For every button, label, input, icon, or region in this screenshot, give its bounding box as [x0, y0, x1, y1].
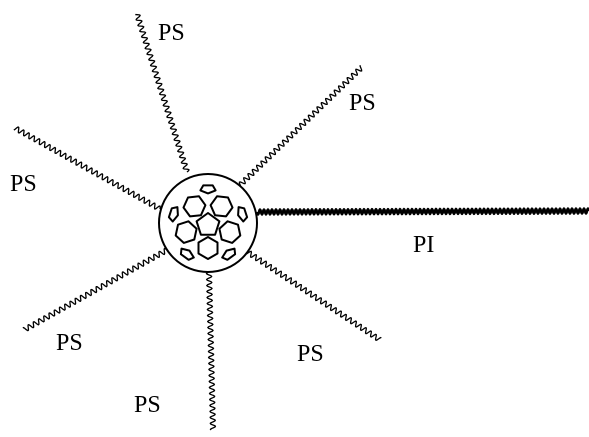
cage-hexagon	[218, 220, 242, 244]
chain-labels: PS PS PS PI PS PS PS	[10, 20, 434, 418]
arm-ps-top	[135, 13, 190, 173]
cage-hexagon	[174, 220, 198, 244]
arm-pi-right	[255, 207, 589, 216]
cage-pentagon-rim	[237, 206, 249, 223]
cage-pentagon-rim	[167, 206, 179, 223]
label-ps-upper-right: PS	[349, 90, 376, 116]
cage-hexagon	[209, 195, 234, 218]
label-ps-bottom: PS	[134, 392, 161, 418]
polymer-chains	[13, 13, 589, 431]
label-ps-lower-right: PS	[297, 341, 324, 367]
arm-ps-bottom	[205, 271, 217, 431]
arm-ps-upper-right	[237, 65, 363, 189]
cage-pentagon-rim	[179, 247, 195, 261]
arm-ps-lower-left	[22, 247, 168, 332]
cage-pentagon-center	[195, 212, 221, 236]
fullerene-cage	[167, 184, 249, 261]
cage-pentagon-rim	[199, 184, 217, 195]
fullerene-core	[158, 173, 258, 273]
label-pi-right: PI	[413, 232, 434, 258]
cage-hexagon	[182, 195, 207, 218]
label-ps-top: PS	[158, 20, 185, 46]
cage-hexagon	[197, 236, 219, 260]
label-ps-lower-left: PS	[56, 330, 83, 356]
cage-pentagon-rim	[221, 247, 237, 261]
arm-ps-left	[13, 126, 161, 210]
label-ps-left: PS	[10, 171, 37, 197]
arm-ps-lower-right	[244, 250, 382, 341]
fullerene-sphere	[158, 173, 258, 273]
